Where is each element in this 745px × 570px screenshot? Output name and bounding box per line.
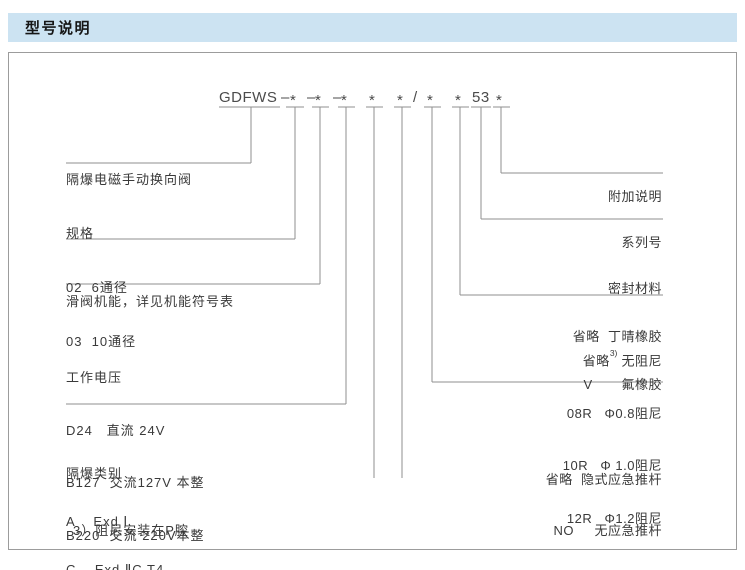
- label-voltage: 工作电压 D24 直流 24V B127 交流127V 本整 B220 交流 2…: [66, 334, 205, 570]
- model-code-dash-1: –: [281, 89, 290, 106]
- model-code-star-4: *: [369, 92, 376, 109]
- label-seal-material: 密封材料 省略 丁晴橡胶 V 氟橡胶: [573, 249, 662, 425]
- model-code-slash: /: [413, 89, 418, 106]
- label-damping: 省略3) 无阻尼 08R Φ0.8阻尼 10R Φ 1.0阻尼 12R Φ1.2…: [563, 314, 662, 562]
- spool-function-text: 滑阀机能，详见机能符号表: [66, 294, 235, 309]
- model-code-base: GDFWS: [219, 89, 278, 106]
- label-push-rod: 省略 隐式应急推杆 NO 无应急推杆: [546, 437, 662, 570]
- model-code-star-6: *: [427, 92, 434, 109]
- model-code-diagram: GDFWS – * – * – * * * / * * 53 * 隔爆电磁手动换…: [8, 52, 738, 570]
- damping-option-2: 10R Φ 1.0阻尼: [562, 458, 662, 474]
- model-code-star-3: *: [341, 92, 348, 109]
- series-text: 系列号: [621, 235, 662, 250]
- model-code-star-8: *: [496, 92, 503, 109]
- section-header-bar: 型号说明: [8, 13, 737, 42]
- footnote: 3）阻尼安装在P腔: [73, 491, 189, 570]
- connector-lines: [66, 106, 663, 478]
- seal-material-option-1: 省略 丁晴橡胶: [572, 329, 662, 344]
- model-code-dash-3: –: [333, 89, 342, 106]
- spec-option-2: 03 10通径: [66, 334, 137, 349]
- leader-lines: [66, 107, 663, 478]
- spec-title: 规格: [66, 226, 95, 241]
- push-rod-option-2: NO 无应急推杆: [553, 523, 662, 538]
- label-valve-name: 隔爆电磁手动换向阀: [66, 140, 192, 220]
- voltage-option-3: B220 交流 220V本整: [66, 527, 205, 543]
- push-rod-option-1: 省略 隐式应急推杆: [545, 472, 662, 487]
- explosion-class-option-2: C Exd ⅡC T4: [66, 562, 165, 570]
- label-explosion-class: 隔爆类别 A Exd Ⅰ C Exd ⅡC T4: [66, 434, 164, 570]
- model-code: GDFWS – * – * – * * * / * * 53 *: [9, 89, 738, 111]
- damping-none-pre: 省略: [582, 353, 610, 369]
- valve-name-text: 隔爆电磁手动换向阀: [66, 172, 193, 187]
- label-spool-function: 滑阀机能，详见机能符号表: [66, 262, 234, 342]
- voltage-option-1: D24 直流 24V: [66, 422, 166, 438]
- model-code-star-2: *: [315, 92, 322, 109]
- label-spec: 规格 02 6通径 03 10通径: [66, 189, 136, 387]
- explosion-class-title: 隔爆类别: [66, 466, 123, 481]
- model-code-star-1: *: [290, 92, 297, 109]
- damping-option-none: 省略3) 无阻尼: [563, 348, 662, 370]
- seal-material-title: 密封材料: [607, 281, 662, 296]
- voltage-title: 工作电压: [66, 370, 123, 385]
- damping-option-3: 12R Φ1.2阻尼: [566, 510, 662, 526]
- label-addendum: 附加说明: [608, 157, 662, 237]
- damping-none-post: 无阻尼: [617, 353, 662, 369]
- damping-footnote-ref: 3): [609, 348, 618, 358]
- model-code-series-number: 53: [472, 89, 490, 106]
- page-title: 型号说明: [25, 20, 92, 37]
- damping-option-1: 08R Φ0.8阻尼: [566, 405, 662, 421]
- model-code-star-5: *: [397, 92, 404, 109]
- model-code-dash-2: –: [307, 89, 316, 106]
- spec-option-1: 02 6通径: [66, 280, 128, 295]
- explosion-class-option-1: A Exd Ⅰ: [66, 514, 129, 529]
- voltage-option-2: B127 交流127V 本整: [66, 475, 205, 490]
- seal-material-option-2: V 氟橡胶: [583, 377, 662, 392]
- addendum-text: 附加说明: [607, 189, 662, 204]
- footnote-text: 3）阻尼安装在P腔: [73, 523, 189, 538]
- label-series: 系列号: [621, 203, 662, 283]
- model-code-star-7: *: [455, 92, 462, 109]
